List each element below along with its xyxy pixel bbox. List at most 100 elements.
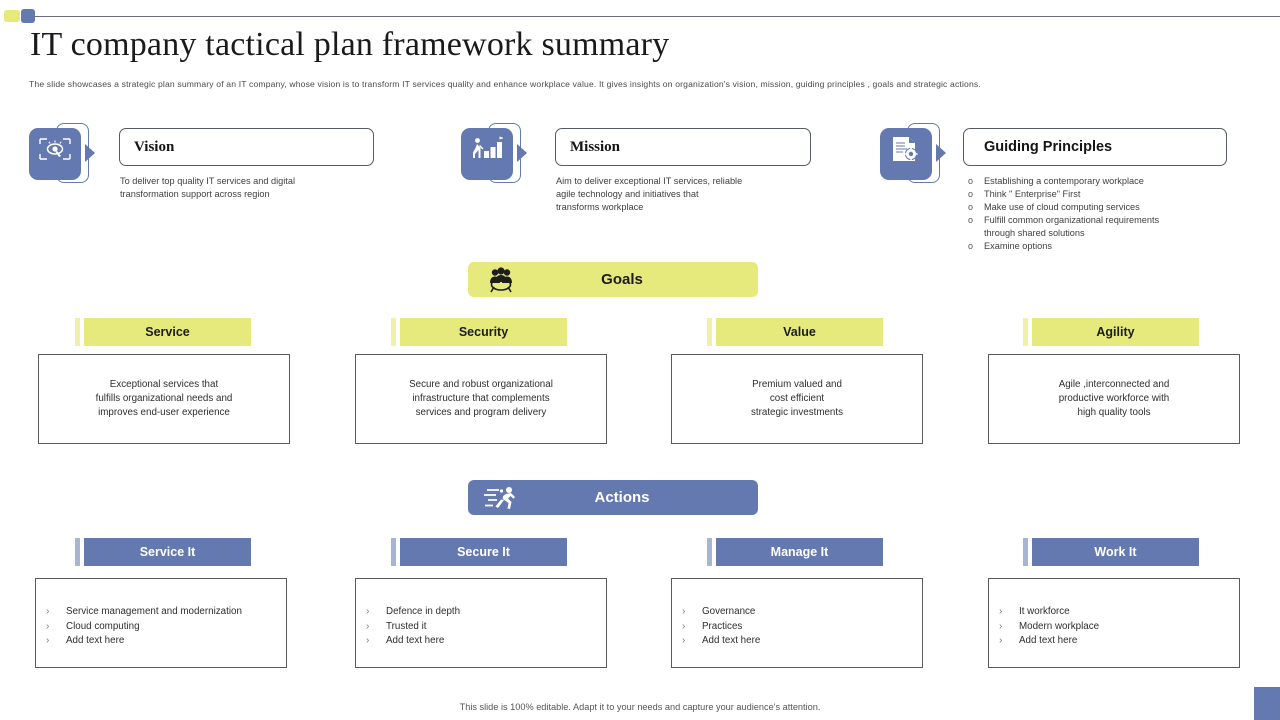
vision-desc-line-1: To deliver top quality IT services and d…	[120, 176, 295, 186]
vision-title: Vision	[134, 138, 175, 155]
actions-banner-title: Actions	[594, 489, 650, 506]
action-header-service-it: Service It	[75, 538, 251, 566]
action-item: › Defence in depth	[356, 605, 606, 620]
goal-header-agility: Agility	[1023, 318, 1199, 346]
bullet-icon: o	[968, 176, 974, 186]
action-header-secure-it: Secure It	[391, 538, 567, 566]
action-item-text: Modern workplace	[1019, 620, 1100, 632]
mission-label-box: Mission	[555, 128, 811, 166]
principle-item: o Make use of cloud computing services	[968, 201, 1159, 214]
mission-desc-line-1: Aim to deliver exceptional IT services, …	[556, 176, 743, 186]
badge-arrow	[85, 144, 95, 162]
goal-card-text: Premium valued and cost efficient strate…	[751, 378, 843, 420]
chevron-bullet-icon: ›	[682, 635, 686, 646]
header-tab	[391, 318, 396, 346]
decoration-yellow-square	[4, 10, 20, 22]
goal-header-label: Service	[84, 318, 251, 346]
badge-arrow	[517, 144, 527, 162]
action-item: › Add text here	[672, 634, 922, 649]
chevron-bullet-icon: ›	[366, 635, 370, 646]
chevron-bullet-icon: ›	[366, 620, 370, 632]
goal-card-text: Agile ,interconnected and productive wor…	[1059, 378, 1170, 420]
chevron-bullet-icon: ›	[46, 620, 50, 632]
goal-header-security: Security	[391, 318, 567, 346]
action-item: › Service management and modernization	[36, 605, 286, 620]
chevron-bullet-icon: ›	[999, 606, 1003, 617]
goal-card-security: Secure and robust organizational infrast…	[355, 354, 607, 444]
top-decoration	[0, 9, 1280, 23]
goal-text-line: high quality tools	[1077, 407, 1151, 418]
guiding-principles-label-box: Guiding Principles	[963, 128, 1227, 166]
mission-description: Aim to deliver exceptional IT services, …	[556, 175, 742, 214]
goal-text-line: productive workforce with	[1058, 393, 1170, 404]
chevron-bullet-icon: ›	[46, 635, 50, 646]
action-item-text: Practices	[702, 620, 743, 632]
eye-focus-icon	[39, 138, 71, 160]
action-item: › Add text here	[989, 634, 1239, 649]
badge-arrow	[936, 144, 946, 162]
action-card-service-it: › Service management and modernization ›…	[35, 578, 287, 668]
chevron-bullet-icon: ›	[999, 635, 1003, 646]
header-divider-line	[34, 16, 1280, 17]
mission-desc-line-3: transforms workplace	[556, 202, 644, 212]
action-item: › Practices	[672, 620, 922, 635]
action-item-text: Defence in depth	[386, 606, 461, 617]
goal-header-label: Value	[716, 318, 883, 346]
guiding-principles-icon-badge	[880, 122, 946, 184]
header-tab	[75, 318, 80, 346]
action-card-work-it: › It workforce › Modern workplace › Add …	[988, 578, 1240, 668]
goal-text-line: Agile ,interconnected and	[1058, 379, 1170, 390]
header-tab	[1023, 318, 1028, 346]
bullet-icon: o	[968, 215, 974, 225]
action-item-text: Add text here	[66, 635, 125, 646]
guiding-principles-title: Guiding Principles	[984, 139, 1113, 155]
vision-icon-badge	[29, 122, 95, 184]
action-item: › It workforce	[989, 605, 1239, 620]
person-growth-chart-icon	[473, 136, 503, 158]
goal-header-label: Security	[400, 318, 567, 346]
goal-text-line: improves end-user experience	[98, 407, 230, 418]
action-card-manage-it: › Governance › Practices › Add text here	[671, 578, 923, 668]
goal-text-line: infrastructure that complements	[412, 393, 550, 404]
mission-title: Mission	[570, 138, 621, 155]
action-header-label: Secure It	[400, 538, 567, 566]
guiding-principles-list: o Establishing a contemporary workplace …	[968, 175, 1159, 253]
goals-banner: Goals	[468, 262, 758, 297]
action-item-text: Trusted it	[386, 620, 427, 632]
mission-desc-line-2: agile technology and initiatives that	[556, 189, 699, 199]
header-tab	[707, 318, 712, 346]
goal-header-label: Agility	[1032, 318, 1199, 346]
bullet-icon: o	[968, 189, 974, 199]
action-item: › Trusted it	[356, 620, 606, 635]
header-tab	[707, 538, 712, 566]
action-item: › Cloud computing	[36, 620, 286, 635]
goal-text-line: Secure and robust organizational	[409, 379, 553, 390]
action-header-manage-it: Manage It	[707, 538, 883, 566]
goal-card-agility: Agile ,interconnected and productive wor…	[988, 354, 1240, 444]
goal-header-service: Service	[75, 318, 251, 346]
header-tab	[1023, 538, 1028, 566]
principle-text: Fulfill common organizational requiremen…	[984, 215, 1160, 225]
principle-text: Establishing a contemporary workplace	[984, 176, 1144, 186]
goal-header-value: Value	[707, 318, 883, 346]
action-header-label: Service It	[84, 538, 251, 566]
goal-text-line: fulfills organizational needs and	[95, 393, 233, 404]
action-item-text: Cloud computing	[66, 620, 140, 632]
action-item-text: Governance	[702, 606, 756, 617]
goal-card-text: Exceptional services that fulfills organ…	[96, 378, 233, 420]
action-item: › Add text here	[356, 634, 606, 649]
bullet-icon: o	[968, 241, 974, 251]
chevron-bullet-icon: ›	[682, 620, 686, 632]
mission-icon-badge	[461, 122, 527, 184]
goal-card-value: Premium valued and cost efficient strate…	[671, 354, 923, 444]
goal-text-line: Premium valued and	[752, 379, 842, 390]
action-header-label: Manage It	[716, 538, 883, 566]
action-header-work-it: Work It	[1023, 538, 1199, 566]
running-person-icon	[468, 486, 534, 510]
actions-banner: Actions	[468, 480, 758, 515]
chevron-bullet-icon: ›	[682, 606, 686, 617]
goal-text-line: cost efficient	[769, 393, 825, 404]
page-title: IT company tactical plan framework summa…	[30, 26, 670, 63]
bullet-icon: o	[968, 202, 974, 212]
chevron-bullet-icon: ›	[999, 620, 1003, 632]
